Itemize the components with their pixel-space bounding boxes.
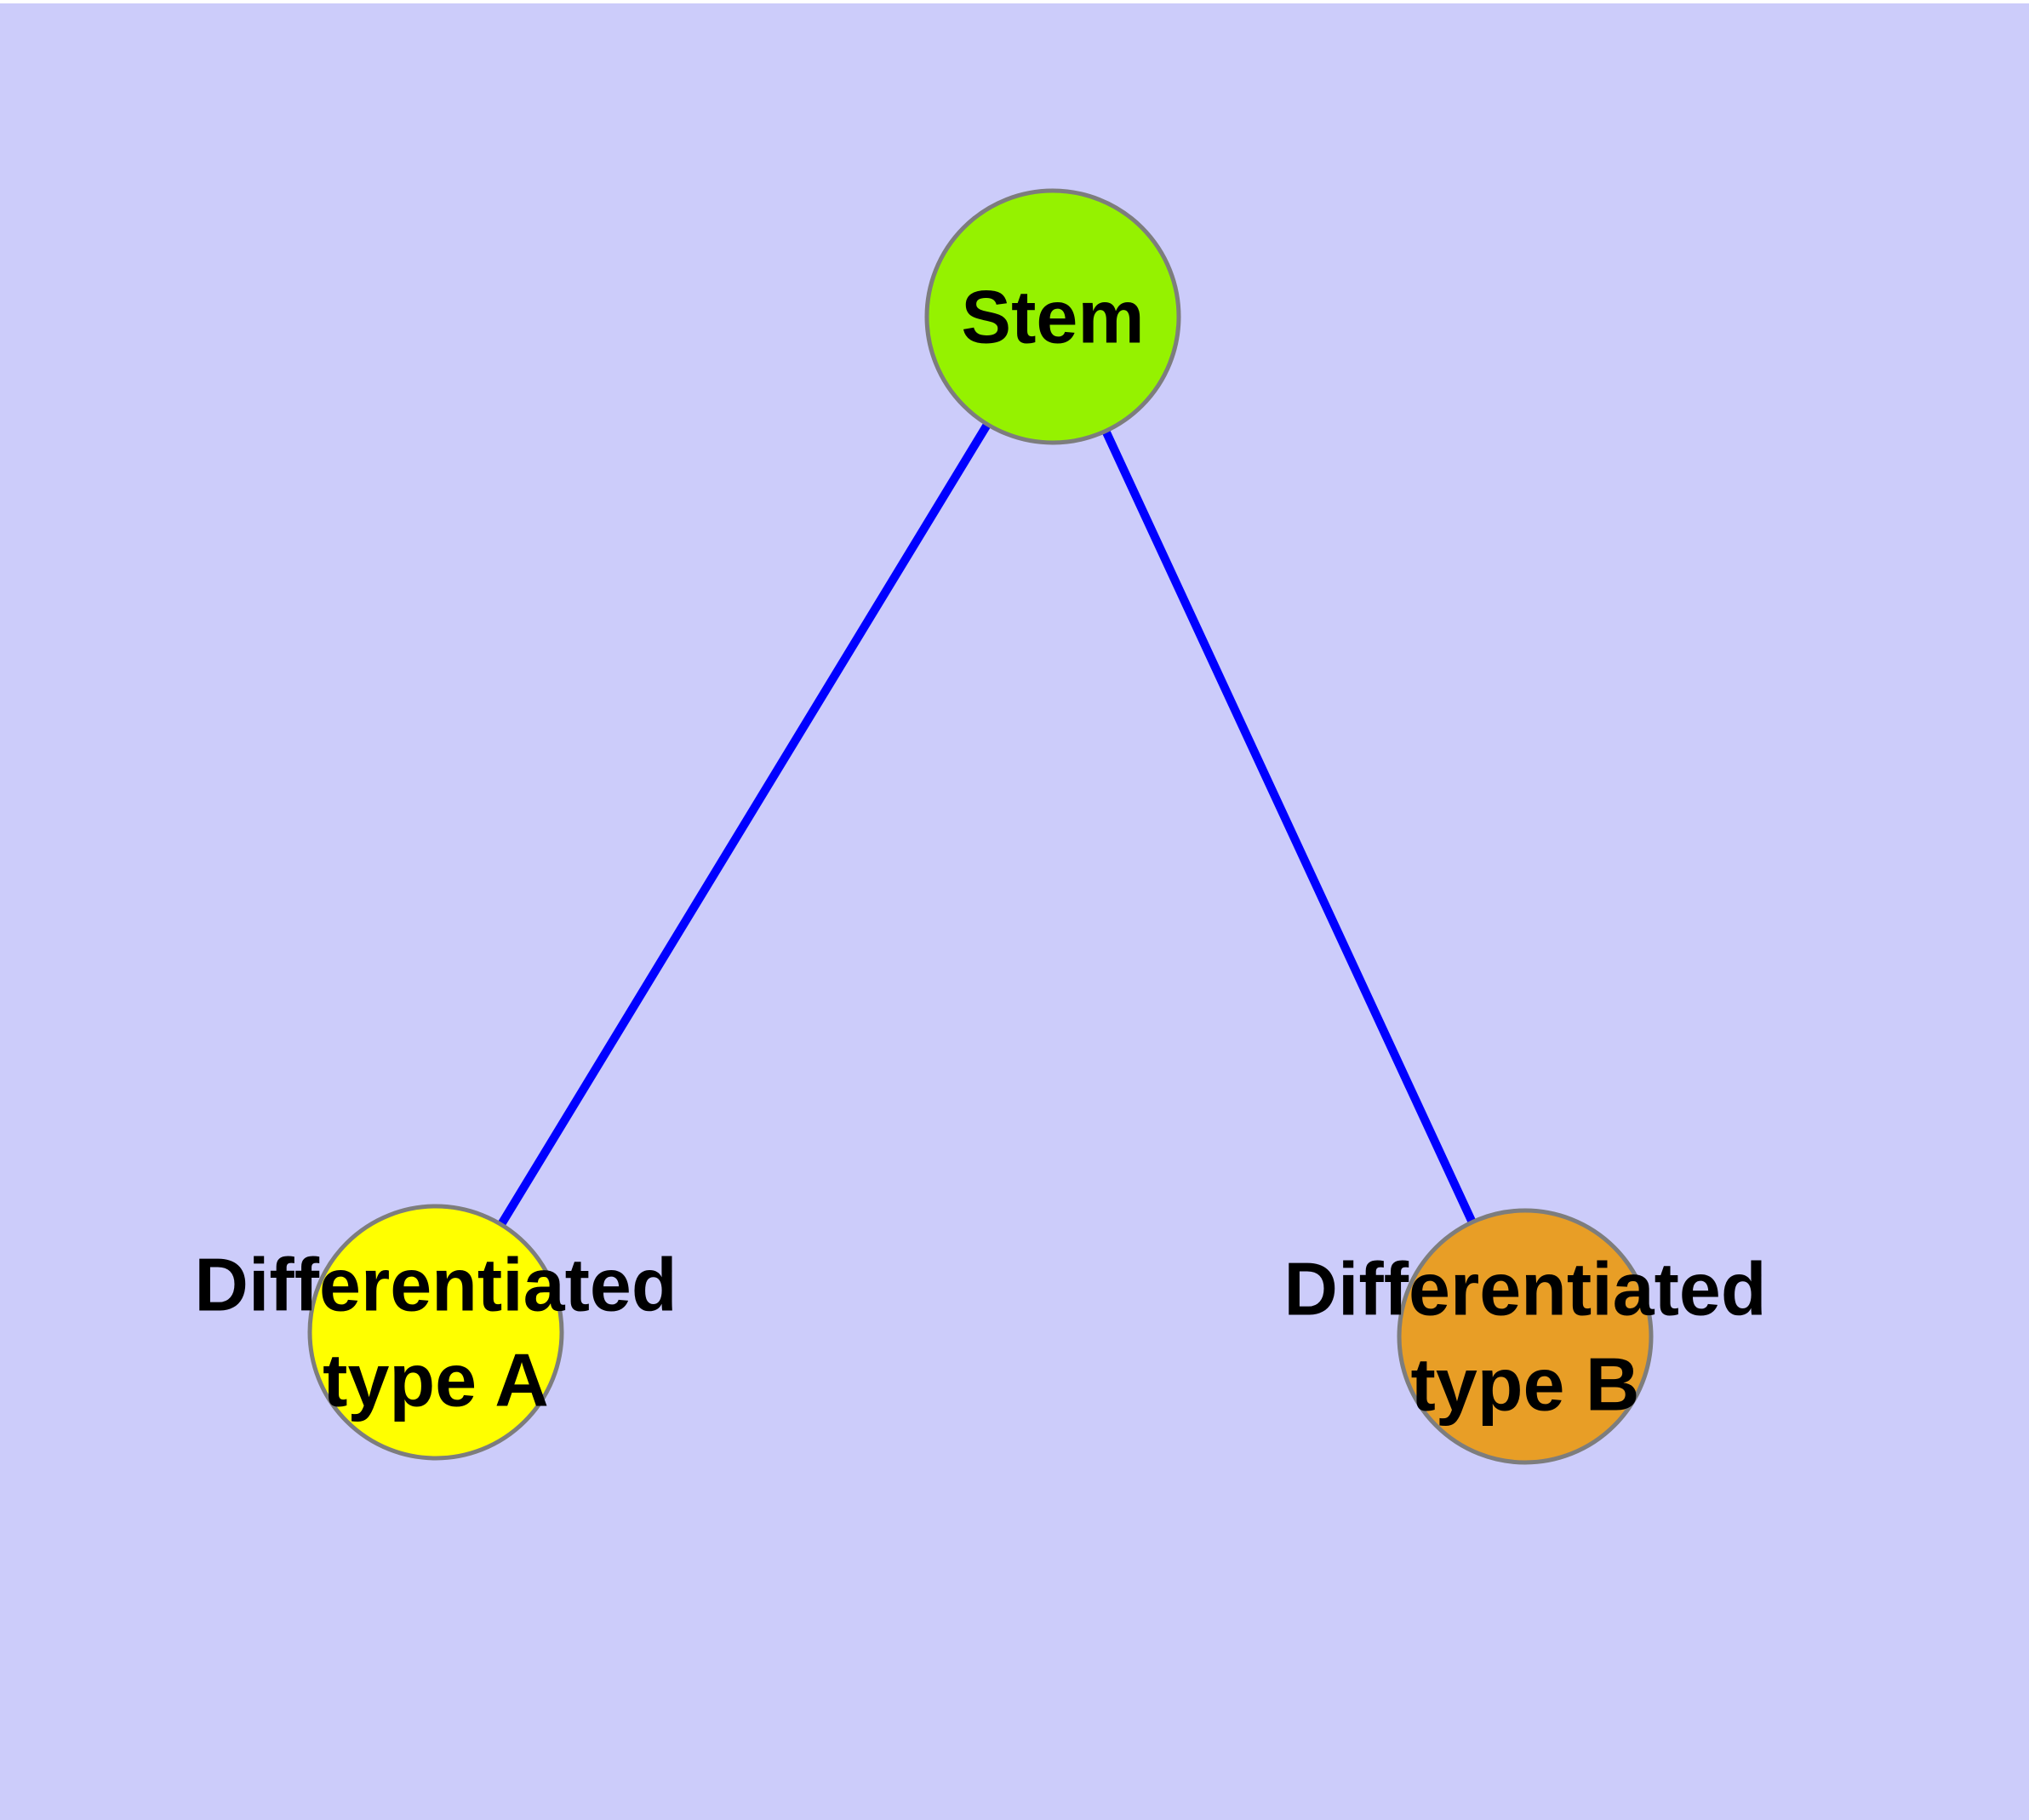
node-stem-circle <box>924 188 1181 445</box>
node-differentiated-type-a: Differentiated type A <box>194 1204 677 1461</box>
edge-stem-to-type-b <box>1049 314 1529 1339</box>
node-differentiated-type-a-label-line2: type A <box>323 1338 549 1422</box>
node-differentiated-type-b-label-line1: Differentiated <box>1283 1247 1766 1331</box>
node-differentiated-type-b-label-line2: type B <box>1411 1342 1640 1427</box>
edge-stem-to-type-a <box>432 314 1057 1335</box>
node-differentiated-type-a-circle <box>307 1204 564 1461</box>
node-stem: Stem <box>924 188 1181 445</box>
node-differentiated-type-b-circle <box>1397 1208 1654 1465</box>
top-margin-strip <box>0 0 2029 3</box>
node-differentiated-type-a-label-line1: Differentiated <box>194 1243 677 1327</box>
node-stem-label: Stem <box>961 275 1144 359</box>
node-differentiated-type-b: Differentiated type B <box>1283 1208 1767 1465</box>
